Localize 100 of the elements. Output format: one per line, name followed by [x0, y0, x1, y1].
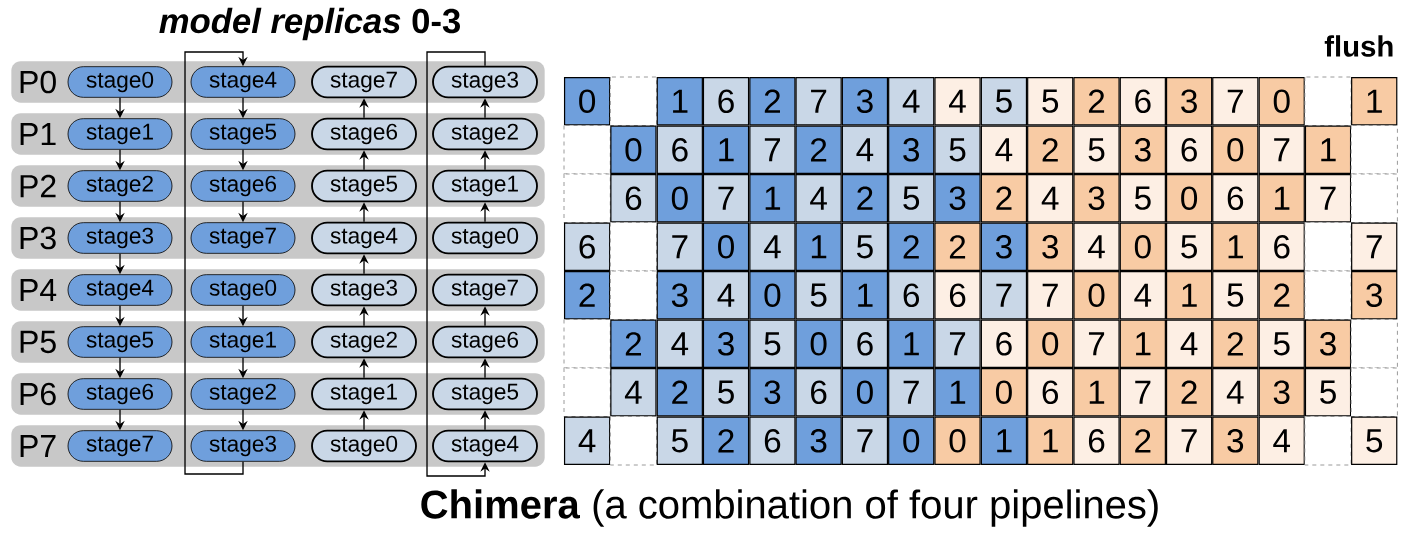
- grid-cell: 2: [841, 173, 889, 223]
- grid-cell: 3: [934, 173, 981, 223]
- grid-cell: 6: [1165, 125, 1213, 175]
- grid-cell: 0: [656, 173, 703, 223]
- grid-cell: 1: [795, 222, 842, 272]
- grid-cell: 5: [1258, 319, 1305, 369]
- grid-cell: 7: [888, 367, 935, 417]
- grid-cell: 1: [1304, 125, 1352, 175]
- loop-arrow: [184, 51, 248, 475]
- grid-cell: 6: [1258, 222, 1305, 272]
- grid-cell: 6: [1073, 416, 1120, 466]
- grid-cell: 7: [656, 222, 703, 272]
- stage-pill: stage1: [432, 169, 538, 203]
- grid-cell: 6: [934, 270, 981, 320]
- grid-cell: 2: [563, 270, 611, 320]
- grid-cell: 4: [888, 76, 935, 126]
- grid-cell: 1: [1351, 76, 1398, 126]
- grid-cell: 2: [1119, 416, 1166, 466]
- grid-cell: 4: [934, 76, 981, 126]
- grid-cell: 1: [749, 173, 796, 223]
- stage-pill: stage2: [190, 378, 296, 410]
- grid-cell: 7: [1073, 319, 1120, 369]
- grid-cell: 5: [888, 173, 935, 223]
- grid-cell: 3: [1304, 319, 1352, 369]
- grid-cell: 6: [1212, 173, 1259, 223]
- grid-cell: 2: [934, 222, 981, 272]
- title: model replicas 0-3: [159, 7, 460, 41]
- grid-cell: 3: [656, 270, 703, 320]
- grid-cell: 2: [610, 319, 657, 369]
- grid-cell: 2: [702, 416, 750, 466]
- grid-cell: 7: [749, 125, 796, 175]
- grid-cell: 5: [934, 125, 981, 175]
- stage-pill: stage2: [432, 117, 538, 151]
- stage-pill: stage0: [190, 274, 296, 306]
- grid-cell: 5: [702, 367, 750, 417]
- grid-cell: 3: [980, 222, 1028, 272]
- grid-cell: 2: [1212, 319, 1259, 369]
- grid-cell: 5: [841, 222, 889, 272]
- stage-pill: stage6: [311, 117, 417, 151]
- stage-pill: stage4: [432, 429, 538, 463]
- grid-cell: 2: [888, 222, 935, 272]
- grid-cell: 6: [702, 76, 750, 126]
- grid-cell: 6: [610, 173, 657, 223]
- grid-cell: 1: [1027, 416, 1074, 466]
- grid-cell: 1: [934, 367, 981, 417]
- stage-pill: stage3: [311, 273, 417, 307]
- grid-cell: 3: [702, 319, 750, 369]
- grid-cell: 3: [1165, 76, 1213, 126]
- grid-cell: 7: [980, 270, 1028, 320]
- grid-cell: 4: [563, 416, 611, 466]
- flush-label: flush: [1324, 35, 1393, 57]
- grid-cell: 0: [563, 76, 611, 126]
- grid-cell: 7: [702, 173, 750, 223]
- grid-cell: 7: [1119, 367, 1166, 417]
- grid-cell: 3: [1073, 173, 1120, 223]
- grid-cell: 0: [702, 222, 750, 272]
- grid-cell: 6: [841, 319, 889, 369]
- grid-cell: 5: [1027, 76, 1074, 126]
- grid-cell: 0: [1119, 222, 1166, 272]
- grid-cell: 5: [656, 416, 703, 466]
- stage-pill: stage5: [311, 169, 417, 203]
- grid-cell: 3: [1351, 270, 1398, 320]
- grid-cell: 5: [1351, 416, 1398, 466]
- grid-cell: 6: [1027, 367, 1074, 417]
- grid-cell: 7: [795, 76, 842, 126]
- grid-cell: 4: [1212, 367, 1259, 417]
- grid-cell: 0: [888, 416, 935, 466]
- stage-pill: stage0: [311, 429, 417, 463]
- grid-cell: 6: [749, 416, 796, 466]
- grid-cell: 1: [1212, 222, 1259, 272]
- grid-cell: 7: [1027, 270, 1074, 320]
- grid-cell: 7: [1165, 416, 1213, 466]
- grid-cell: 2: [1027, 125, 1074, 175]
- grid-cell: 2: [980, 173, 1028, 223]
- grid-cell: 4: [749, 222, 796, 272]
- grid-cell: 4: [980, 125, 1028, 175]
- grid-cell: 7: [1258, 125, 1305, 175]
- grid-cell: 6: [795, 367, 842, 417]
- grid-cell: 4: [841, 125, 889, 175]
- grid-cell: 3: [749, 367, 796, 417]
- grid-cell: 6: [656, 125, 703, 175]
- stage-pill: stage3: [432, 65, 538, 99]
- grid-cell: 2: [795, 125, 842, 175]
- stage-pill: stage5: [190, 118, 296, 150]
- stage-pill: stage4: [190, 66, 296, 98]
- stage-pill: stage6: [190, 170, 296, 202]
- stage-pill: stage7: [190, 222, 296, 254]
- grid-cell: 1: [702, 125, 750, 175]
- grid-cell: 5: [795, 270, 842, 320]
- grid-cell: 3: [1212, 416, 1259, 466]
- stage-pill: stage1: [190, 326, 296, 358]
- grid-cell: 6: [563, 222, 611, 272]
- stage-pill: stage7: [432, 273, 538, 307]
- grid-cell: 6: [1119, 76, 1166, 126]
- grid-cell: 0: [1165, 173, 1213, 223]
- grid-cell: 0: [1027, 319, 1074, 369]
- grid-cell: 1: [841, 270, 889, 320]
- grid-cell: 7: [934, 319, 981, 369]
- stage-pill: stage0: [432, 221, 538, 255]
- grid-cell: 4: [656, 319, 703, 369]
